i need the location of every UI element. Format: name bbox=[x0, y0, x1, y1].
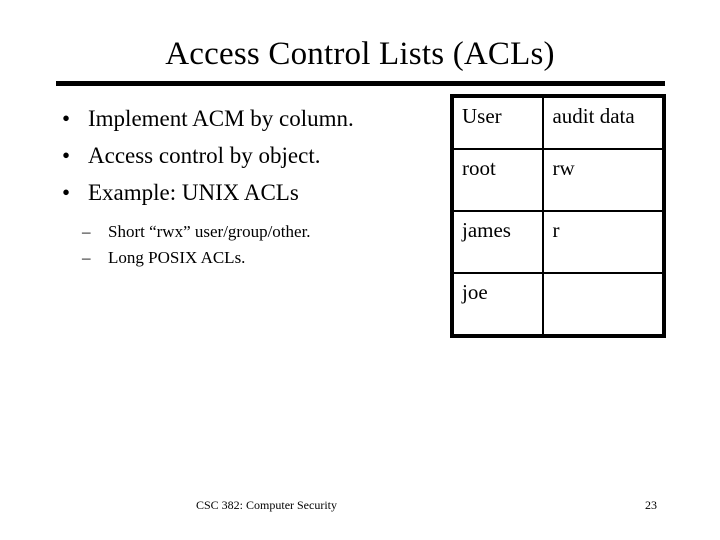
title-divider bbox=[56, 81, 665, 86]
sub-bullet-list: – Short “rwx” user/group/other. – Long P… bbox=[50, 219, 430, 271]
column-header-rights: audit data bbox=[542, 95, 665, 150]
cell-user-james: james bbox=[450, 210, 545, 274]
table-row: joe bbox=[450, 272, 665, 337]
sub-bullet-label-2: Long POSIX ACLs. bbox=[108, 248, 246, 267]
column-header-user: User bbox=[450, 95, 545, 150]
bullet-marker-icon: • bbox=[62, 106, 71, 131]
table-row: james r bbox=[450, 210, 665, 274]
bullet-label-3: Example: UNIX ACLs bbox=[88, 180, 299, 205]
table-row: root rw bbox=[450, 148, 665, 212]
cell-user-joe: joe bbox=[450, 272, 545, 337]
cell-user-root: root bbox=[450, 148, 545, 212]
bullet-item-1: • Implement ACM by column. bbox=[50, 100, 430, 137]
bullet-item-3: • Example: UNIX ACLs bbox=[50, 174, 430, 211]
sub-bullet-item-1: – Short “rwx” user/group/other. bbox=[80, 219, 430, 245]
bullet-label-2: Access control by object. bbox=[88, 143, 321, 168]
bullet-marker-icon: • bbox=[62, 143, 71, 168]
sub-bullet-item-2: – Long POSIX ACLs. bbox=[80, 245, 430, 271]
bullet-marker-icon: • bbox=[62, 180, 71, 205]
sub-bullet-label-1: Short “rwx” user/group/other. bbox=[108, 222, 311, 241]
cell-rights-joe bbox=[542, 272, 665, 337]
cell-rights-james: r bbox=[542, 210, 665, 274]
dash-marker-icon: – bbox=[82, 248, 91, 267]
footer-course-label: CSC 382: Computer Security bbox=[196, 498, 337, 512]
acl-table: User audit data root rw james r joe bbox=[450, 94, 666, 338]
bullet-item-2: • Access control by object. bbox=[50, 137, 430, 174]
page-title: Access Control Lists (ACLs) bbox=[165, 36, 555, 72]
bullet-list: • Implement ACM by column. • Access cont… bbox=[50, 100, 430, 271]
bullet-label-1: Implement ACM by column. bbox=[88, 106, 354, 131]
table-row-header: User audit data bbox=[450, 95, 665, 150]
footer-page-number: 23 bbox=[645, 498, 657, 512]
dash-marker-icon: – bbox=[82, 222, 91, 241]
cell-rights-root: rw bbox=[542, 148, 665, 212]
